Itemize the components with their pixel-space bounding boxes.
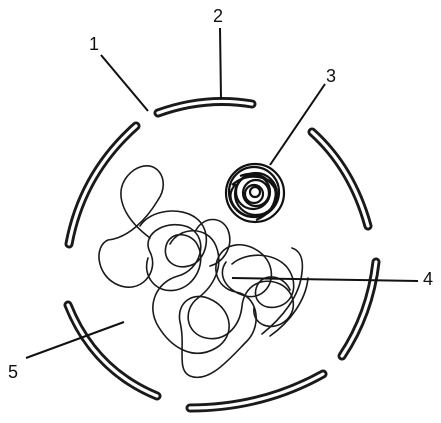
label-4: 4 — [423, 269, 433, 289]
envelope-segment — [312, 132, 368, 226]
nuclear-envelope — [68, 101, 376, 408]
leader-line-2 — [220, 28, 221, 99]
envelope-segment — [342, 262, 376, 356]
envelope-segment — [190, 374, 323, 408]
envelope-segment — [68, 305, 157, 396]
label-5: 5 — [8, 362, 18, 382]
label-3: 3 — [326, 66, 336, 86]
leader-line-1 — [101, 55, 148, 111]
label-1: 1 — [89, 34, 99, 54]
label-2: 2 — [213, 6, 223, 26]
envelope-segment — [158, 101, 252, 113]
nucleolus — [226, 164, 284, 222]
envelope-segment — [69, 126, 136, 244]
leader-line-3 — [270, 84, 325, 165]
